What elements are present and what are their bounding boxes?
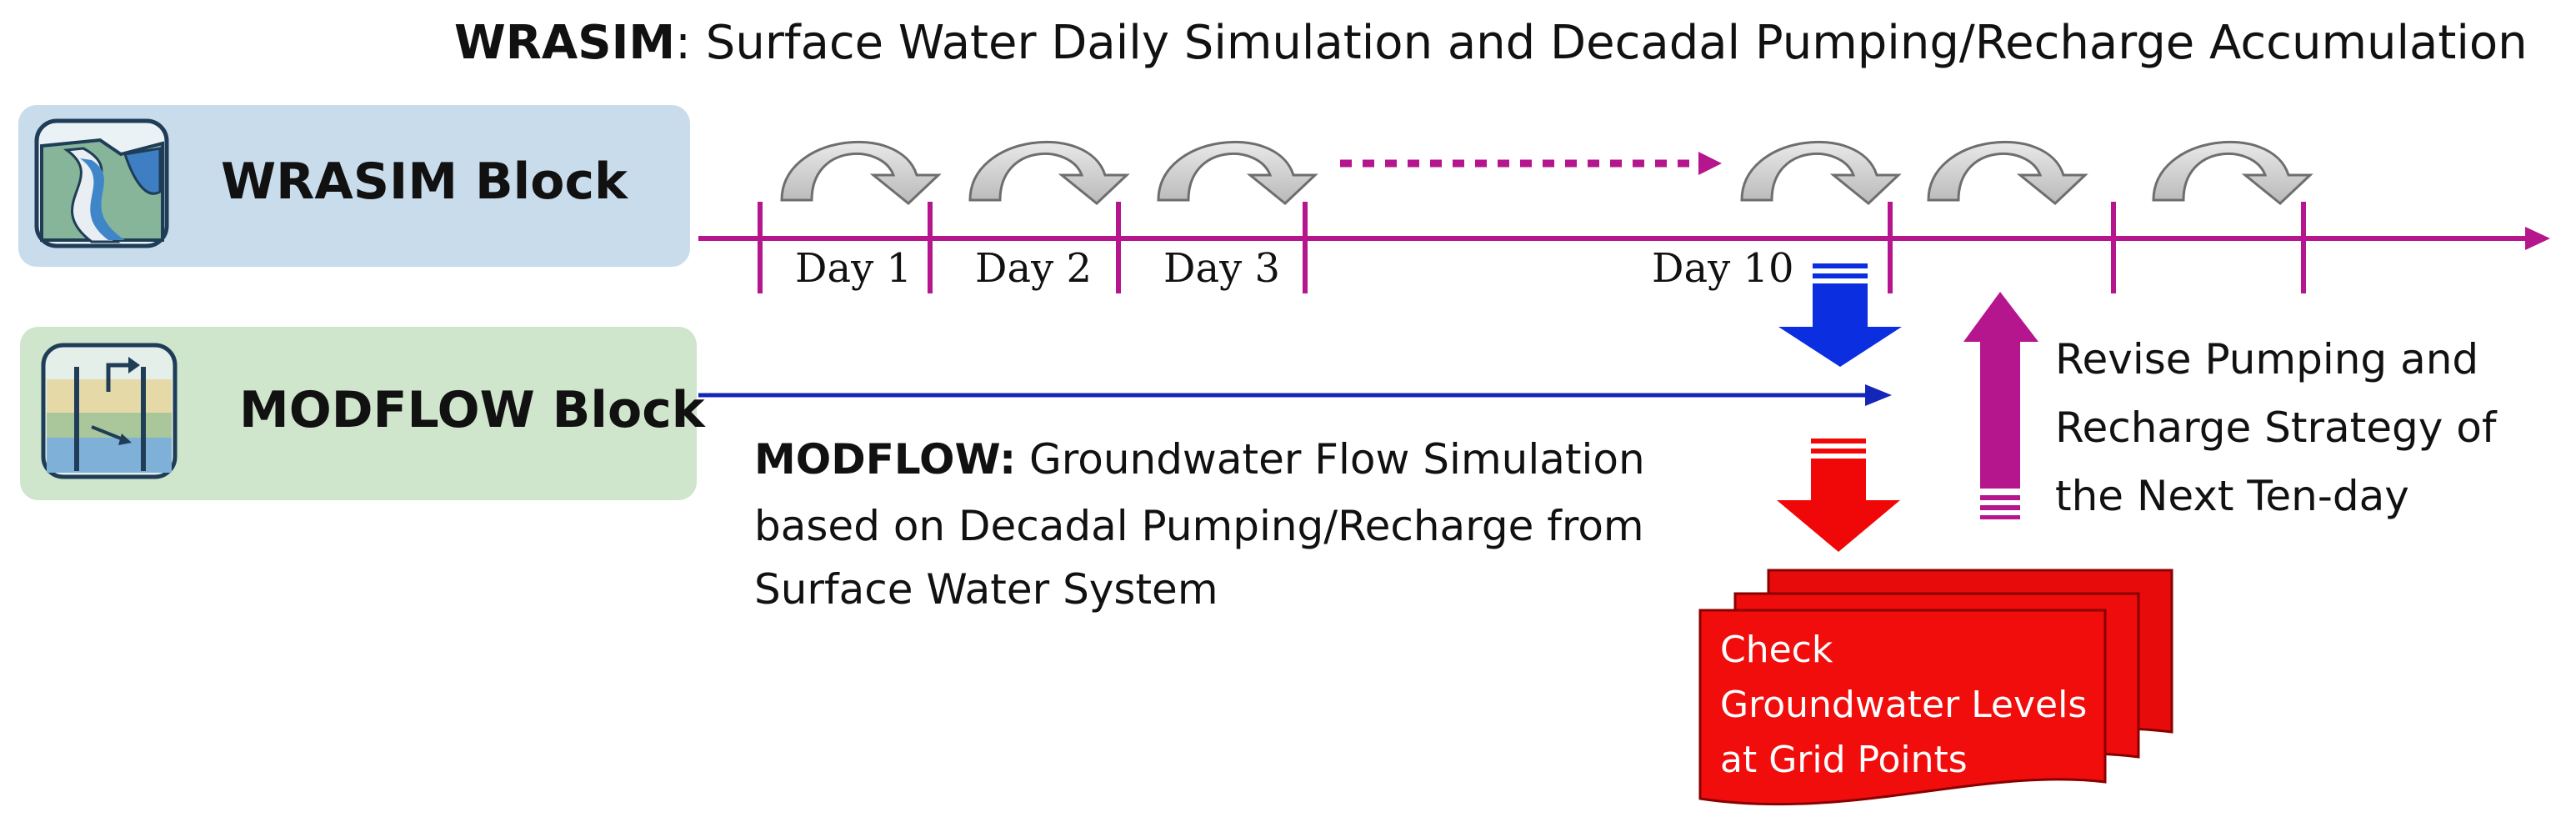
curved-arrow-icon bbox=[2152, 140, 2312, 205]
wrasim-timeline: Day 1 Day 2 Day 3 Day 10 bbox=[698, 202, 2550, 293]
curved-arrow-icon bbox=[1927, 140, 2087, 205]
modflow-timeline bbox=[698, 384, 1892, 406]
day-3-label: Day 3 bbox=[1163, 245, 1280, 292]
modflow-note-line2: based on Decadal Pumping/Recharge from bbox=[754, 502, 1644, 550]
timeline-arrowhead bbox=[2525, 227, 2550, 250]
check-groundwater-card: Check Groundwater Levels at Grid Points bbox=[1698, 569, 2173, 806]
curved-arrow-icon bbox=[968, 140, 1128, 205]
revise-note-line3: the Next Ten-day bbox=[2055, 472, 2409, 520]
wrasim-block: WRASIM Block bbox=[18, 105, 690, 267]
modflow-note-line3: Surface Water System bbox=[754, 565, 1218, 614]
svg-text:Check Groundwater Levels: Check Groundwater Levels at Grid Points bbox=[1720, 629, 2098, 781]
card-line1: Check bbox=[1720, 629, 1833, 671]
modflow-block-bg bbox=[20, 327, 697, 500]
curved-arrow-icon bbox=[780, 140, 940, 205]
aquifer-well-icon bbox=[41, 343, 178, 479]
curved-arrow-icon bbox=[1157, 140, 1317, 205]
ellipsis-dotted-arrow bbox=[1340, 152, 1722, 175]
day-step-arrows bbox=[780, 140, 2312, 205]
revise-note-line1: Revise Pumping and bbox=[2055, 335, 2478, 383]
modflow-note-line1: Groundwater Flow Simulation bbox=[1016, 435, 1645, 484]
curved-arrow-icon bbox=[1740, 140, 1900, 205]
day-10-label: Day 10 bbox=[1652, 245, 1794, 292]
blue-down-arrow bbox=[1778, 263, 1902, 367]
modflow-block-label: MODFLOW Block bbox=[239, 381, 707, 439]
title-rest: : Surface Water Daily Simulation and Dec… bbox=[675, 16, 2528, 70]
card-line2: Groundwater Levels bbox=[1720, 684, 2087, 726]
revise-note: Revise Pumping and Recharge Strategy of … bbox=[2055, 335, 2509, 520]
day-1-label: Day 1 bbox=[795, 245, 912, 292]
diagram-title: WRASIM: Surface Water Daily Simulation a… bbox=[454, 16, 2528, 70]
title-wrasim-bold: WRASIM bbox=[454, 16, 675, 70]
wrasim-block-bg bbox=[18, 105, 690, 267]
day-2-label: Day 2 bbox=[975, 245, 1092, 292]
modflow-note-bold: MODFLOW: bbox=[754, 435, 1016, 484]
red-down-arrow bbox=[1777, 439, 1900, 552]
revise-note-line2: Recharge Strategy of bbox=[2055, 403, 2498, 452]
modflow-note: MODFLOW: Groundwater Flow Simulation bas… bbox=[754, 435, 1658, 614]
card-line3: at Grid Points bbox=[1720, 739, 1968, 781]
magenta-up-arrow bbox=[1963, 292, 2038, 519]
river-landscape-icon bbox=[34, 118, 169, 248]
modflow-block: MODFLOW Block bbox=[20, 327, 707, 500]
wrasim-block-label: WRASIM Block bbox=[221, 153, 629, 211]
card-front bbox=[1698, 609, 2107, 806]
